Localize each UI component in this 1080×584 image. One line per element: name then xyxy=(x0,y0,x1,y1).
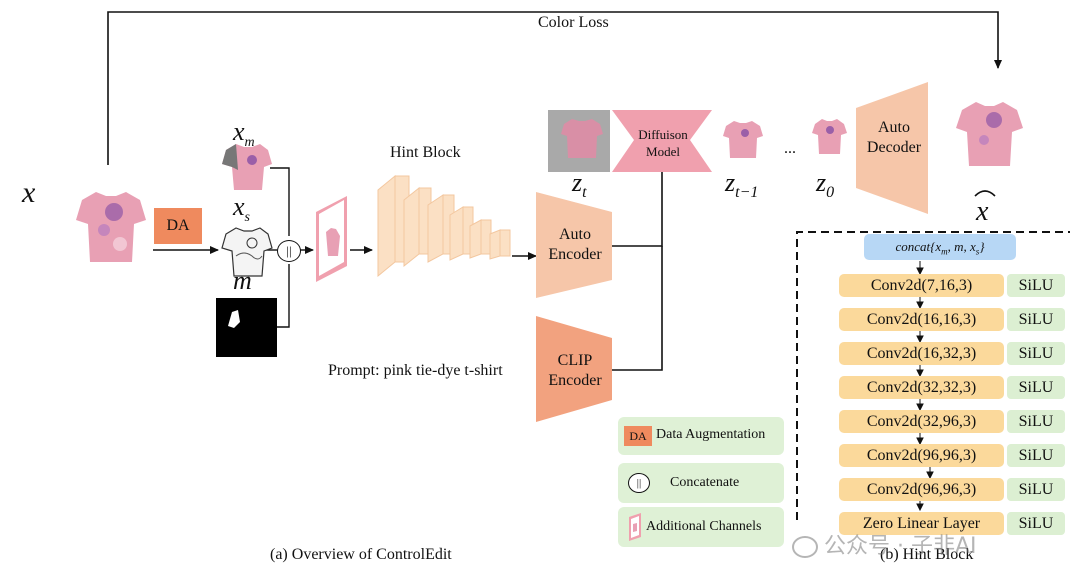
zt-label: zt xyxy=(572,168,587,202)
zt-sub: t xyxy=(582,184,587,202)
legend-channels-icon xyxy=(629,513,641,541)
xm-to-concat-line xyxy=(270,167,290,236)
noisy-tshirt xyxy=(561,119,603,158)
conv-layer-4: Conv2d(32,32,3) xyxy=(839,376,1004,399)
wechat-icon xyxy=(792,536,818,558)
concat-sub-s: s xyxy=(975,246,980,257)
conv-layer-1: Conv2d(7,16,3) xyxy=(839,274,1004,297)
concat-suffix: } xyxy=(979,239,985,254)
auto-decoder-label: Auto Decoder xyxy=(860,118,928,158)
m-label: m xyxy=(233,266,252,295)
zt-base: z xyxy=(572,168,583,197)
hint-block-title: Hint Block xyxy=(390,144,461,161)
silu-8: SiLU xyxy=(1007,512,1065,535)
xm-tshirt-image xyxy=(222,144,272,190)
z0-label: z0 xyxy=(816,168,834,202)
zt1-base: z xyxy=(725,168,736,197)
conv-layer-2: Conv2d(16,16,3) xyxy=(839,308,1004,331)
hat-accent xyxy=(974,190,996,197)
legend-da: DA Data Augmentation xyxy=(618,417,784,455)
clip-to-diffusion-line xyxy=(612,246,663,371)
concat-mid: , m, x xyxy=(947,239,976,254)
xs-base: x xyxy=(233,192,245,221)
color-loss-arrow xyxy=(107,11,1002,165)
z0-base: z xyxy=(816,168,827,197)
concat-prefix: concat{ xyxy=(895,239,936,254)
auto-encoder-line2: Encoder xyxy=(548,246,602,263)
auto-decoder-shape xyxy=(856,82,928,214)
legend-concat-symbol: || xyxy=(628,473,650,493)
hint-panel-border xyxy=(796,231,1070,520)
auto-decoder-line1: Auto xyxy=(878,119,910,136)
input-tshirt-image xyxy=(76,192,146,262)
mask-shape xyxy=(228,310,240,328)
watermark-text: 公众号 · 子非AI xyxy=(824,534,977,559)
output-tshirt-image xyxy=(956,102,1023,166)
caption-b: (b) Hint Block xyxy=(880,546,974,563)
xs-sub: s xyxy=(244,210,250,226)
diffusion-label: Diffuison Model xyxy=(625,126,701,160)
hint-block-stack xyxy=(377,174,511,278)
prompt-text: Prompt: pink tie-dye t-shirt xyxy=(328,362,503,379)
legend-concat: || Concatenate xyxy=(618,463,784,503)
silu-4: SiLU xyxy=(1007,376,1065,399)
silu-2: SiLU xyxy=(1007,308,1065,331)
xm-label: xm xyxy=(233,117,255,151)
mask-to-concat-line xyxy=(277,264,290,328)
clip-encoder-label: CLIP Encoder xyxy=(540,351,610,391)
diffusion-model-shape xyxy=(612,110,712,172)
channels-stack-image xyxy=(316,196,347,282)
caption-a: (a) Overview of ControlEdit xyxy=(270,546,452,563)
ellipsis: ... xyxy=(784,140,796,157)
zt1-sub: t−1 xyxy=(735,184,759,202)
zt1-tshirt-image xyxy=(723,121,763,158)
auto-encoder-shape xyxy=(536,192,612,298)
legend-da-tag: DA xyxy=(624,426,652,446)
auto-encoder-label: Auto Encoder xyxy=(540,225,610,265)
silu-6: SiLU xyxy=(1007,444,1065,467)
diffusion-line1: Diffuison xyxy=(638,127,688,142)
legend-channels: Additional Channels xyxy=(618,507,784,547)
xs-label: xs xyxy=(233,192,250,226)
color-loss-label: Color Loss xyxy=(538,14,609,31)
watermark: 公众号 · 子非AI xyxy=(792,528,977,560)
mask-image xyxy=(216,298,277,357)
clip-encoder-shape xyxy=(536,316,612,422)
encoder-to-diffusion-line xyxy=(612,159,666,247)
legend-channels-text: Additional Channels xyxy=(646,519,762,534)
concat-input-box: concat{xm, m, xs} xyxy=(864,234,1016,260)
layer-flow-arrows xyxy=(916,261,934,512)
z0-tshirt-image xyxy=(812,119,847,154)
conv-layer-6: Conv2d(96,96,3) xyxy=(839,444,1004,467)
concat-x1: x xyxy=(935,239,942,254)
concat-symbol: || xyxy=(277,240,301,262)
input-x-label: x xyxy=(22,176,36,209)
legend-da-text: Data Augmentation xyxy=(656,427,766,442)
auto-encoder-line1: Auto xyxy=(559,226,591,243)
da-box: DA xyxy=(154,208,202,244)
output-x-label: x xyxy=(976,196,989,227)
clip-encoder-line2: Encoder xyxy=(548,372,602,389)
xm-sub: m xyxy=(244,135,255,151)
silu-1: SiLU xyxy=(1007,274,1065,297)
silu-7: SiLU xyxy=(1007,478,1065,501)
concat-sub-m: m xyxy=(941,246,948,257)
silu-5: SiLU xyxy=(1007,410,1065,433)
clip-encoder-line1: CLIP xyxy=(557,352,593,369)
silu-3: SiLU xyxy=(1007,342,1065,365)
zero-linear-layer: Zero Linear Layer xyxy=(839,512,1004,535)
conv-layer-5: Conv2d(32,96,3) xyxy=(839,410,1004,433)
xm-base: x xyxy=(233,117,245,146)
xs-sketch-image xyxy=(221,227,273,277)
z0-sub: 0 xyxy=(826,184,835,202)
conv-layer-7: Conv2d(96,96,3) xyxy=(839,478,1004,501)
zt1-label: zt−1 xyxy=(725,168,758,202)
diffusion-line2: Model xyxy=(646,144,680,159)
legend-concat-text: Concatenate xyxy=(670,475,740,490)
conv-layer-3: Conv2d(16,32,3) xyxy=(839,342,1004,365)
auto-decoder-line2: Decoder xyxy=(866,139,922,156)
